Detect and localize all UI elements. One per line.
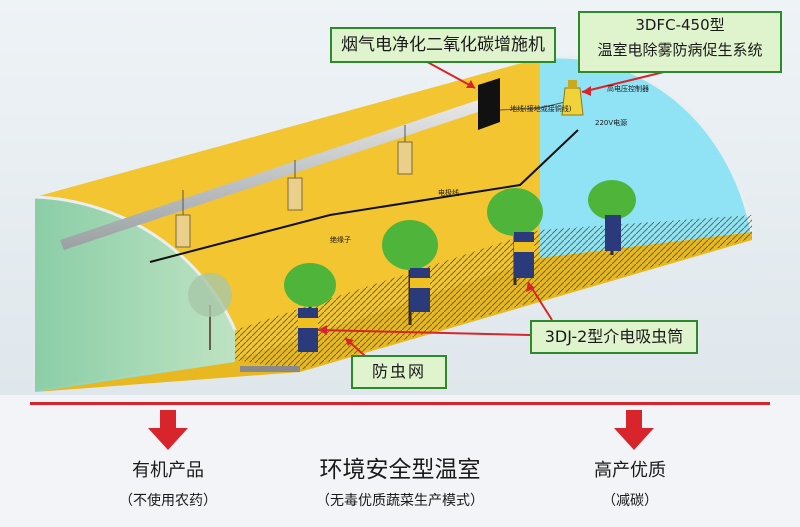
defogging-system-callout: 3DFC-450型 温室电除雾防病促生系统 <box>578 11 782 73</box>
defogging-system-model: 3DFC-450型 <box>635 16 725 34</box>
hv-controller-label: 高电压控制器 <box>607 85 649 93</box>
greenhouse-subtitle: （无毒优质蔬菜生产模式） <box>316 493 484 509</box>
power-label: 220V电源 <box>595 119 628 127</box>
tree <box>382 220 438 325</box>
pointer-arrow <box>581 69 673 96</box>
pointer-arrow <box>419 57 476 89</box>
tree <box>284 263 336 352</box>
insect-net-callout: 防虫网 <box>351 355 447 389</box>
down-arrow-icon <box>614 410 654 450</box>
co2-machine <box>478 78 500 130</box>
red-divider <box>30 402 770 405</box>
co2-pipe <box>60 100 484 250</box>
hanging-diffuser <box>175 190 191 248</box>
electric-defogging-device <box>561 80 584 116</box>
high-yield-title: 高产优质 <box>594 460 666 481</box>
electrode-line-label: 电极线 <box>438 189 459 197</box>
greenhouse-base <box>240 366 300 372</box>
pointer-arrow <box>526 281 553 321</box>
co2-machine-callout: 烟气电净化二氧化碳增施机 <box>330 27 556 63</box>
ground-wire-label: 地线(接地或接铜线) <box>510 105 572 113</box>
tree <box>588 180 636 255</box>
greenhouse-title: 环境安全型温室 <box>319 457 481 483</box>
tree <box>487 188 543 285</box>
ground-wire <box>499 101 566 111</box>
pointer-arrow <box>344 337 366 357</box>
organic-product-subtitle: （不使用农药） <box>119 493 217 509</box>
hanging-diffuser <box>397 125 413 175</box>
greenhouse-side-glass <box>35 197 235 392</box>
tree <box>188 273 232 350</box>
defogging-system-name: 温室电除雾防病促生系统 <box>597 41 763 59</box>
insect-trap-callout: 3DJ-2型介电吸虫筒 <box>530 320 698 354</box>
electrode-line <box>149 129 579 263</box>
pointer-arrow <box>317 325 531 336</box>
hanging-diffuser <box>287 160 303 211</box>
insulator-label: 绝缘子 <box>330 236 351 244</box>
high-yield-subtitle: （减碳） <box>602 493 658 509</box>
down-arrow-icon <box>148 410 188 450</box>
organic-product-title: 有机产品 <box>132 460 204 481</box>
